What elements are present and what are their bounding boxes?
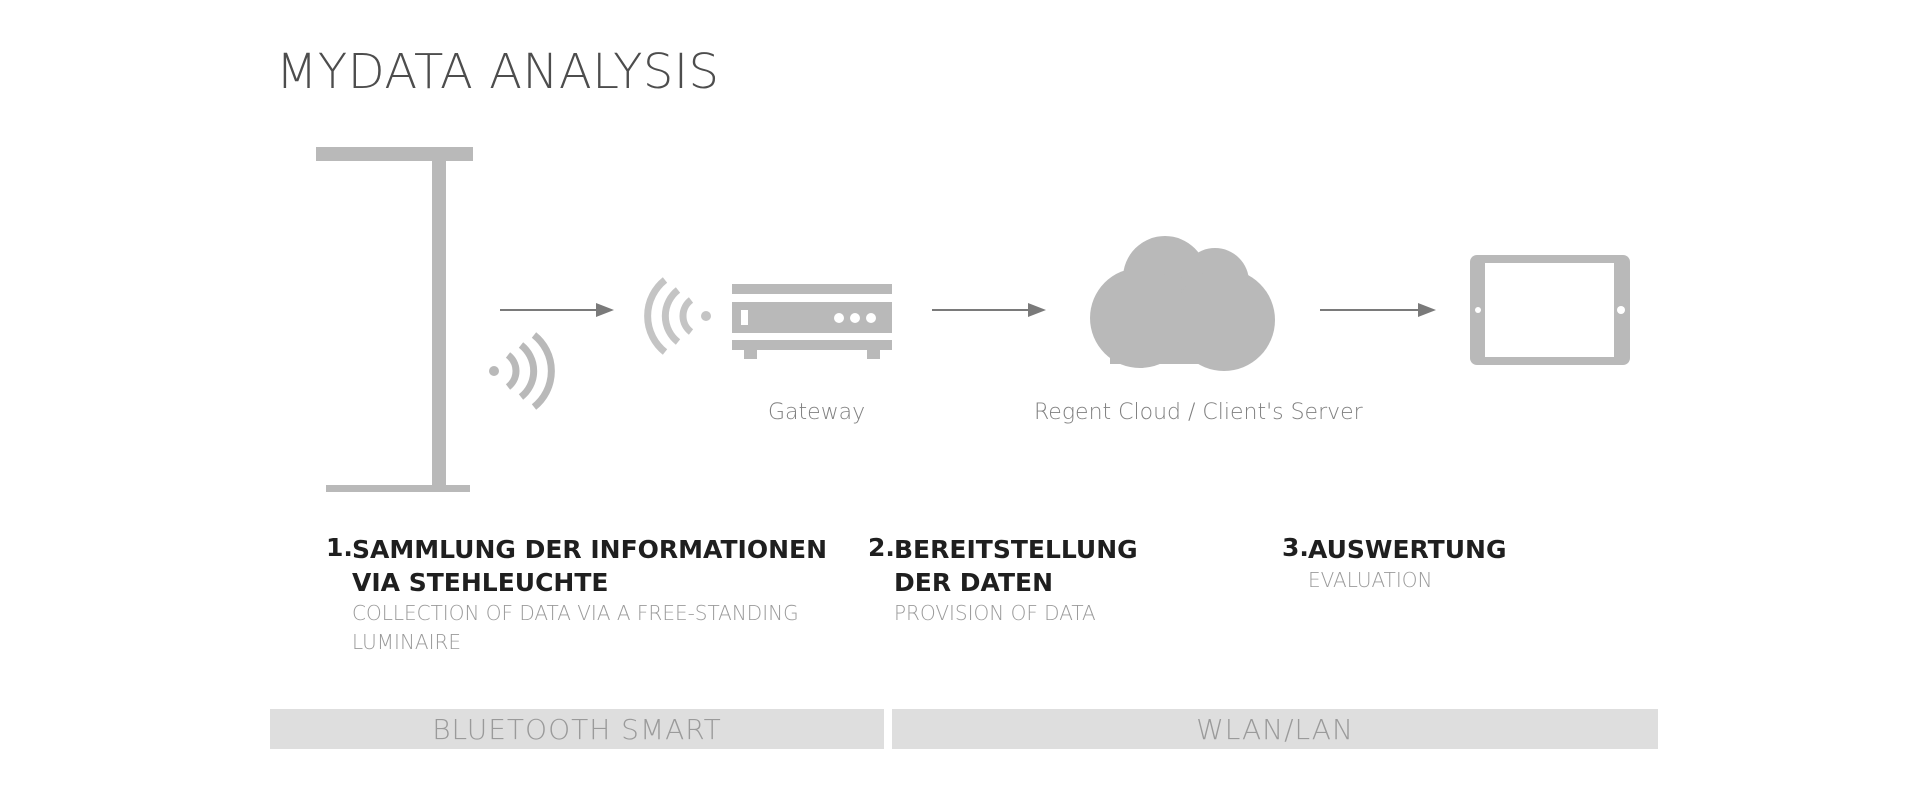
step-1: 1. SAMMLUNG DER INFORMATIONEN VIA STEHLE… [326, 533, 827, 657]
step-2-subtitle-line-1: PROVISION OF DATA [894, 601, 1096, 625]
wlan-lan-band: WLAN/LAN [892, 709, 1658, 749]
step-1-heading-line-2: VIA STEHLEUCHTE [352, 568, 609, 597]
arrow-cloud-to-tablet [1320, 303, 1436, 317]
step-1-subtitle-line-2: LUMINAIRE [352, 630, 462, 654]
step-2-heading-line-1: BEREITSTELLUNG [894, 535, 1138, 564]
step-1-heading-line-1: SAMMLUNG DER INFORMATIONEN [352, 535, 827, 564]
step-1-subtitle-line-1: COLLECTION OF DATA VIA A FREE-STANDING [352, 601, 799, 625]
step-2-heading-line-2: DER DATEN [894, 568, 1053, 597]
step-3-number: 3. [1282, 533, 1309, 562]
lamp-signal-icon [489, 332, 555, 410]
bluetooth-smart-band: BLUETOOTH SMART [270, 709, 884, 749]
gateway-signal-icon [644, 277, 711, 355]
step-2-number: 2. [868, 533, 895, 562]
floor-lamp-icon [316, 147, 473, 492]
bluetooth-smart-label: BLUETOOTH SMART [432, 712, 722, 746]
gateway-label: Gateway [768, 400, 866, 425]
gateway-icon [732, 284, 892, 359]
step-1-number: 1. [326, 533, 353, 562]
arrow-gateway-to-cloud [932, 303, 1046, 317]
step-3-subtitle-line-1: EVALUATION [1308, 568, 1433, 592]
tablet-icon [1470, 255, 1630, 365]
wlan-lan-label: WLAN/LAN [1196, 712, 1354, 746]
arrow-lamp-to-gateway [500, 303, 614, 317]
step-3: 3. AUSWERTUNG EVALUATION [1282, 533, 1506, 595]
step-3-heading-line-1: AUSWERTUNG [1308, 535, 1507, 564]
cloud-label: Regent Cloud / Client's Server [1034, 400, 1363, 425]
cloud-icon [1090, 236, 1275, 371]
diagram-title: MYDATA ANALYSIS [276, 44, 720, 100]
step-2: 2. BEREITSTELLUNG DER DATEN PROVISION OF… [868, 533, 1138, 628]
